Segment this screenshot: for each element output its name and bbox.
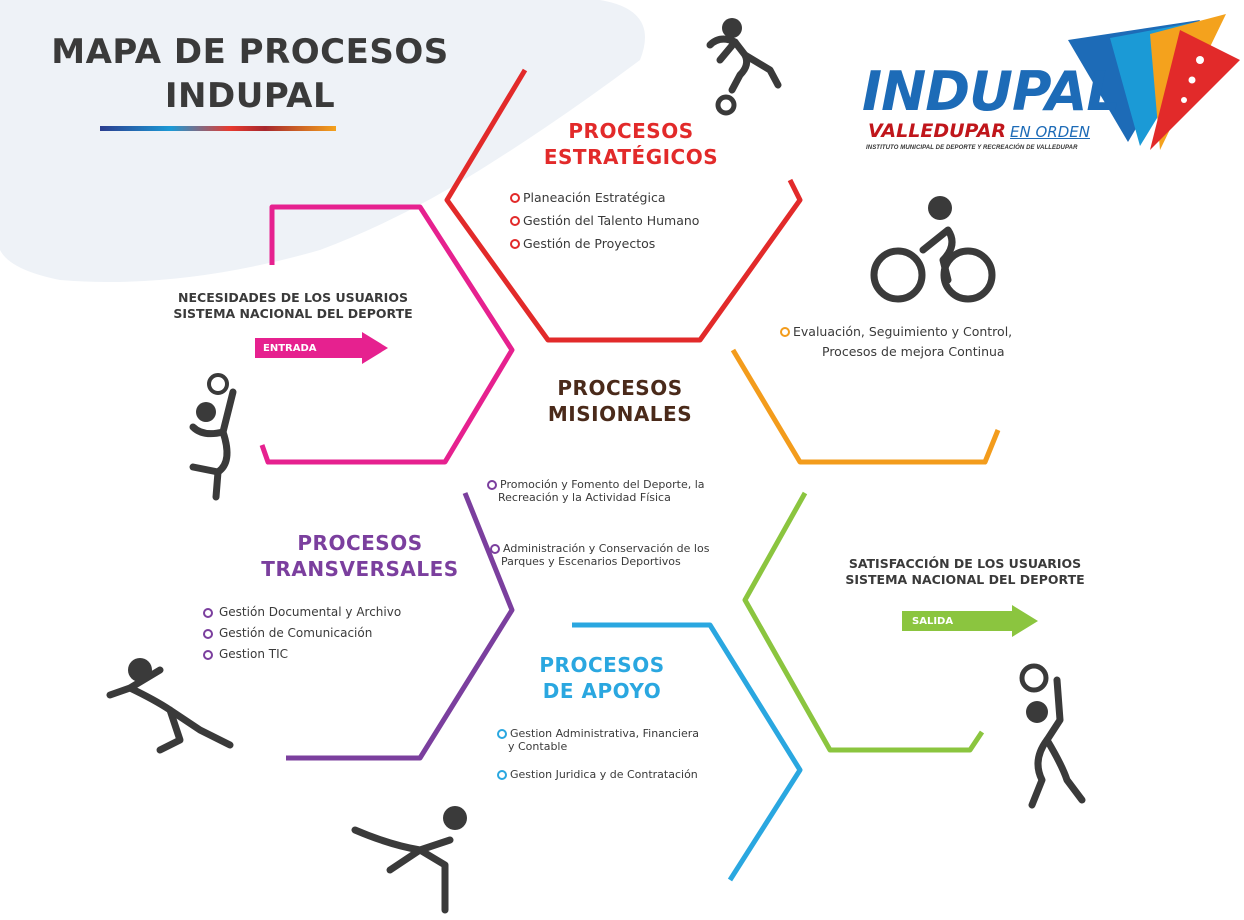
- entrada-line: [259, 204, 515, 465]
- bullet-icon: [780, 327, 790, 337]
- apoyo-item-1: Gestion Administrativa, Financiera y Con…: [497, 727, 699, 753]
- bullet-icon: [497, 728, 507, 739]
- estrategicos-line: [444, 68, 803, 343]
- cyclist-icon: [870, 196, 996, 303]
- logo-graphic: [1068, 14, 1240, 150]
- entrada-title: NECESIDADES DE LOS USUARIOS SISTEMA NACI…: [173, 290, 413, 321]
- bullet-icon: [203, 607, 213, 618]
- bullet-icon: [203, 628, 213, 639]
- misionales-title: PROCESOS MISIONALES: [547, 376, 693, 426]
- transversales-title: PROCESOS TRANSVERSALES: [261, 531, 459, 581]
- kicker-icon: [351, 806, 467, 914]
- transversales-line: [286, 492, 515, 761]
- bullet-icon: [510, 238, 520, 249]
- salida-line: [742, 491, 985, 753]
- soccer-player-icon: [706, 18, 782, 116]
- entrada-label: ENTRADA: [263, 343, 317, 354]
- salida-title: SATISFACCIÓN DE LOS USUARIOS SISTEMA NAC…: [845, 556, 1085, 587]
- volleyball-player-icon: [189, 373, 237, 501]
- list-item: Gestión del Talento Humano: [510, 209, 699, 232]
- background-swoosh: [0, 0, 645, 282]
- bullet-icon: [203, 649, 213, 660]
- estrategicos-list: Planeación Estratégica Gestión del Talen…: [510, 186, 699, 255]
- list-item: Gestión de Comunicación: [203, 623, 401, 644]
- misionales-item-1: Promoción y Fomento del Deporte, la Recr…: [487, 478, 705, 504]
- bullet-icon: [487, 479, 497, 490]
- estrategicos-title: PROCESOS ESTRATÉGICOS: [543, 119, 719, 169]
- title-line2: INDUPAL: [164, 76, 336, 116]
- basketball-player-icon: [1019, 663, 1086, 809]
- logo-name: INDUPAL: [862, 60, 1121, 123]
- apoyo-title: PROCESOS DE APOYO: [539, 653, 665, 703]
- runner-icon: [106, 658, 234, 754]
- transversales-list: Gestión Documental y Archivo Gestión de …: [203, 602, 401, 665]
- apoyo-line: [572, 622, 803, 882]
- list-item: Gestión Documental y Archivo: [203, 602, 401, 623]
- bullet-icon: [510, 215, 520, 226]
- title-line1: MAPA DE PROCESOS: [51, 32, 449, 72]
- apoyo-item-2: Gestion Juridica y de Contratación: [497, 768, 698, 781]
- evaluacion-text: Evaluación, Seguimiento y Control, Proce…: [780, 322, 1012, 362]
- bullet-icon: [490, 543, 500, 554]
- list-item: Gestion TIC: [203, 644, 401, 665]
- salida-arrow: [902, 605, 1038, 637]
- misionales-item-2: Administración y Conservación de los Par…: [490, 542, 709, 568]
- bullet-icon: [510, 192, 520, 203]
- list-item: Planeación Estratégica: [510, 186, 699, 209]
- title-underline: [100, 126, 336, 131]
- bullet-icon: [497, 769, 507, 780]
- entrada-arrow: [255, 332, 388, 364]
- page-title: MAPA DE PROCESOS INDUPAL: [30, 30, 470, 118]
- evaluacion-line: [730, 348, 1001, 465]
- logo-caption: INSTITUTO MUNICIPAL DE DEPORTE Y RECREAC…: [866, 145, 1078, 151]
- salida-label: SALIDA: [912, 616, 954, 627]
- list-item: Gestión de Proyectos: [510, 232, 699, 255]
